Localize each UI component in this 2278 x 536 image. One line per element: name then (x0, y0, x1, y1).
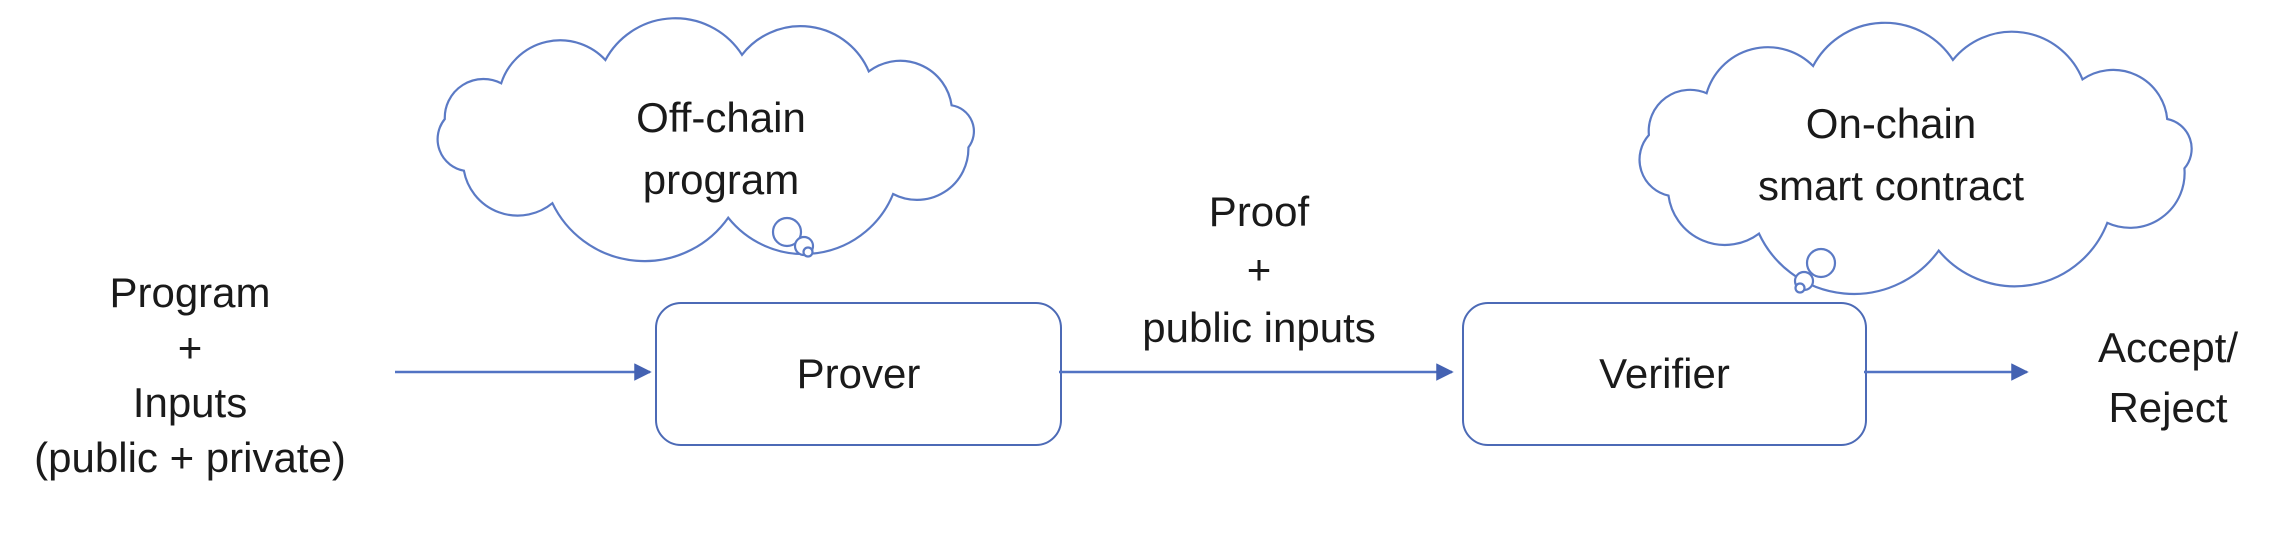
input-label-line: Inputs (132, 379, 248, 426)
proof-label-line: public inputs (1142, 304, 1376, 351)
thought-tail-bubble-icon (1794, 282, 1806, 294)
input-label-line: (public + private) (34, 434, 346, 481)
prover-box: Prover (655, 302, 1062, 446)
verifier-label: Verifier (1599, 350, 1730, 397)
proof-label-line: Proof (1208, 188, 1310, 235)
output-label-line: Accept/ (2097, 324, 2239, 371)
prover-label: Prover (796, 350, 921, 397)
thought-tail-bubble-icon (771, 216, 803, 248)
thought-tail-bubble-icon (1805, 247, 1837, 279)
proof-label-line: + (1246, 246, 1272, 293)
output-label: Accept/ Reject (2098, 318, 2238, 438)
onchain-thought-line: smart contract (1757, 162, 2025, 209)
thought-tail-bubble-icon (1793, 270, 1815, 292)
offchain-thought-line: program (642, 156, 800, 203)
verifier-box: Verifier (1462, 302, 1867, 446)
proof-label: Proof + public inputs (1142, 183, 1375, 357)
thought-tail-bubble-icon (802, 246, 814, 258)
input-label-line: + (177, 324, 203, 371)
onchain-thought-line: On-chain (1805, 100, 1977, 147)
input-label-line: Program (109, 269, 271, 316)
offchain-thought-label: Off-chain program (636, 87, 806, 211)
offchain-thought-line: Off-chain (636, 94, 806, 141)
thought-tail-bubble-icon (793, 235, 815, 257)
input-label: Program + Inputs (public + private) (34, 265, 346, 485)
output-label-line: Reject (2108, 384, 2228, 431)
onchain-thought-label: On-chain smart contract (1758, 93, 2024, 217)
